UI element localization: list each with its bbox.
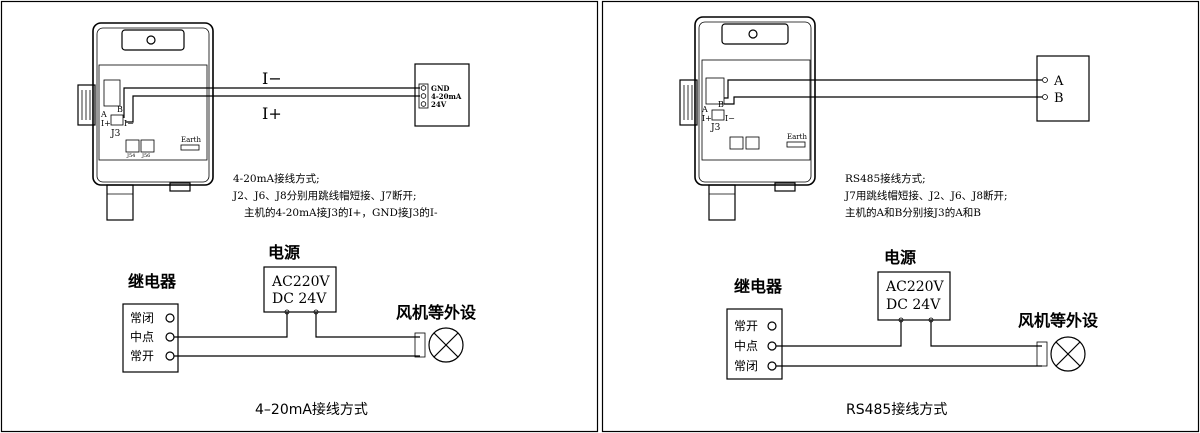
jumper-j54	[125, 139, 140, 153]
terminal-b: B	[1054, 91, 1064, 106]
lamp-icon	[428, 327, 464, 363]
wiring-note: RS485接线方式; J7用跳线帽短接、J2、J6、J8断开; 主机的A和B分别…	[844, 172, 1008, 219]
j3-connector	[711, 109, 725, 121]
relay-contact-2: 中点	[130, 329, 154, 344]
relay-contact-1: 常闭	[130, 311, 154, 325]
signal-wires	[724, 79, 1042, 105]
jumper-1	[729, 136, 744, 150]
power-line-dc: DC 24V	[886, 297, 941, 313]
power-line-dc: DC 24V	[272, 291, 327, 307]
panel-caption: 4–20mA接线方式	[255, 401, 368, 418]
terminal-gnd: GND	[431, 84, 449, 93]
j3-pin-iminus: I−	[725, 114, 735, 123]
relay-contact-3: 常闭	[734, 359, 758, 373]
j3-pin-a: A	[100, 110, 107, 119]
panel-4-20ma: A B I+ I− J3 J54 J56 Earth I− I+	[0, 0, 599, 433]
detector-device: A B I+ I− J3 J54 J56 Earth	[77, 22, 214, 221]
power-source: 电源 AC220V DC 24V	[263, 243, 337, 315]
host-terminal-box: GND 4-20mA 24V	[414, 63, 470, 127]
circuit-board	[701, 59, 811, 161]
power-line-ac: AC220V	[885, 279, 945, 295]
panel-border	[0, 0, 599, 433]
wiring-note: 4-20mA接线方式; J2、J6、J8分别用跳线帽短接、J7断开; 主机的4-…	[232, 172, 438, 219]
jumper-j56	[140, 139, 155, 153]
relay-block: 继电器 常闭 中点 常开	[122, 272, 179, 373]
sensor-probe-icon	[708, 184, 736, 221]
host-terminal-box: A B	[1036, 55, 1090, 122]
panel-border	[601, 0, 1200, 433]
earth-label: Earth	[181, 136, 201, 144]
load-title: 风机等外设	[396, 303, 477, 322]
jumper-2	[745, 136, 760, 150]
terminal-4-20ma: 4-20mA	[431, 92, 462, 101]
j3-pin-iplus: I+	[101, 119, 111, 128]
load-wires	[174, 312, 420, 357]
earth-terminal	[180, 144, 200, 151]
terminal-24v: 24V	[431, 100, 447, 109]
jumper-label-j56: J56	[141, 153, 150, 159]
note-line-3: 主机的A和B分别接J3的A和B	[845, 206, 981, 219]
j3-label: J3	[710, 123, 721, 133]
relay-title: 继电器	[734, 277, 783, 296]
note-line-1: 4-20mA接线方式;	[233, 172, 320, 185]
j3-pin-b: B	[718, 100, 724, 109]
relay-title: 继电器	[128, 272, 177, 291]
note-line-2: J7用跳线帽短接、J2、J6、J8断开;	[844, 189, 1008, 202]
mounting-hole-icon	[146, 35, 156, 45]
circuit-board	[98, 64, 208, 161]
j3-pin-iplus: I+	[702, 114, 712, 123]
power-title: 电源	[884, 248, 916, 267]
side-connector-icon	[77, 84, 96, 126]
signal-label-iplus: I+	[262, 104, 282, 123]
relay-component-icon	[705, 77, 725, 105]
relay-contact-2: 中点	[734, 338, 758, 353]
load-device: 风机等外设	[396, 303, 477, 363]
side-connector-icon	[679, 79, 698, 126]
signal-label-iminus: I−	[262, 69, 282, 88]
j3-label: J3	[110, 129, 121, 139]
load-device: 风机等外设	[1018, 311, 1099, 372]
detector-device: A B I+ I− J3 Earth	[679, 16, 816, 221]
mounting-hole-icon	[748, 29, 758, 39]
earth-terminal	[786, 141, 806, 148]
panel-rs485: A B I+ I− J3 Earth A B RS485接线方式; J7	[601, 0, 1200, 433]
j3-pin-iminus: I−	[124, 119, 134, 128]
j3-connector	[110, 114, 124, 126]
power-line-ac: AC220V	[271, 274, 331, 290]
earth-label: Earth	[787, 133, 807, 141]
load-title: 风机等外设	[1018, 311, 1099, 330]
note-line-3: 主机的4-20mA接J3的I+，GND接J3的I-	[244, 206, 438, 219]
power-title: 电源	[268, 243, 300, 262]
j3-pin-a: A	[701, 105, 708, 114]
relay-contact-3: 常开	[130, 349, 154, 363]
relay-contact-1: 常开	[734, 319, 758, 333]
panel-caption: RS485接线方式	[846, 401, 947, 418]
sensor-probe-icon	[106, 184, 134, 221]
relay-component-icon	[103, 79, 121, 107]
j3-pin-b: B	[117, 105, 123, 114]
note-line-1: RS485接线方式;	[845, 172, 926, 185]
load-wires	[776, 320, 1042, 367]
jumper-label-j54: J54	[126, 153, 135, 159]
signal-wires: I− I+	[123, 69, 420, 123]
terminal-a: A	[1053, 74, 1064, 89]
power-source: 电源 AC220V DC 24V	[877, 248, 951, 323]
note-line-2: J2、J6、J8分别用跳线帽短接、J7断开;	[232, 189, 417, 202]
lamp-icon	[1050, 336, 1086, 372]
relay-block: 继电器 常开 中点 常闭	[726, 277, 783, 380]
